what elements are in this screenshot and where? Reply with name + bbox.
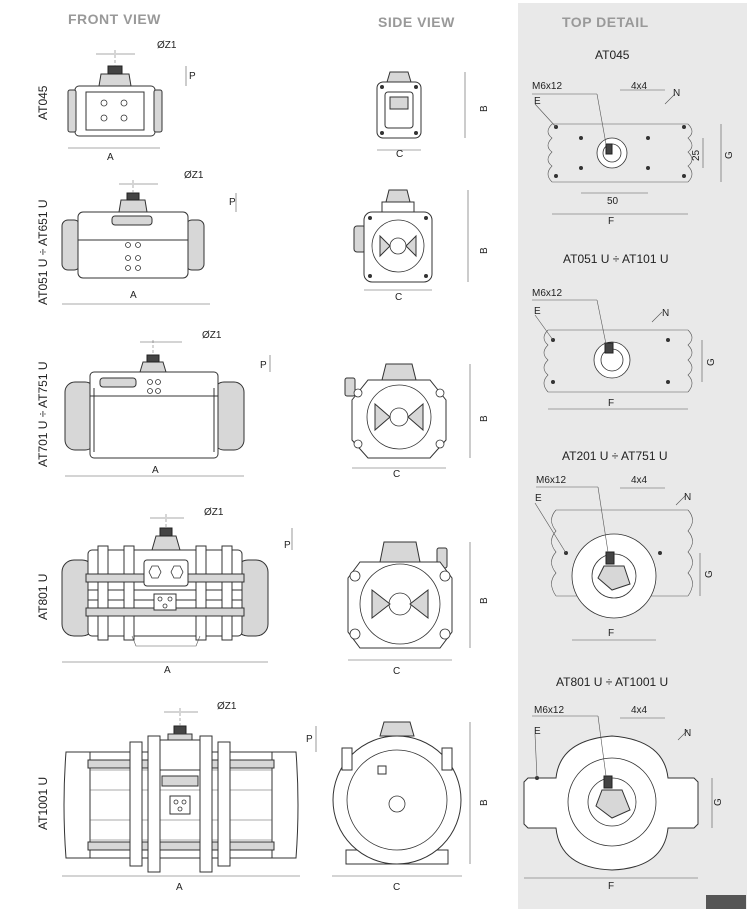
top-sq-row3: 4x4: [631, 475, 648, 486]
top-m-row2: M6x12: [532, 288, 562, 299]
dim-b-row3: B: [479, 415, 490, 422]
top-sq-row4: 4x4: [631, 705, 648, 716]
front-view-at051-at651: [61, 180, 237, 305]
dim-b-row4: B: [479, 597, 490, 604]
top-title-row3: AT201 U ÷ AT751 U: [562, 449, 668, 463]
side-view-at051-at651: [353, 189, 469, 291]
top-f-row1: F: [608, 216, 614, 227]
top-e-row2: E: [534, 306, 541, 317]
top-title-row2: AT051 U ÷ AT101 U: [563, 252, 669, 266]
top-title-row4: AT801 U ÷ AT1001 U: [556, 675, 668, 689]
dim-z1-row4: ØZ1: [204, 507, 224, 518]
top-g-row2: G: [706, 358, 717, 366]
top-m-row3: M6x12: [536, 475, 566, 486]
dim-c-row1: C: [396, 149, 403, 160]
top-sq-row1: 4x4: [631, 81, 648, 92]
dim-a-row5: A: [176, 882, 183, 893]
dim-p-row5: P: [306, 734, 313, 745]
top-f-row4: F: [608, 881, 614, 892]
dim-a-row2: A: [130, 290, 137, 301]
side-view-at701-at751: [344, 363, 471, 469]
dim-c-row2: C: [395, 292, 402, 303]
front-view-at045: [67, 50, 187, 149]
row-4-model-label: AT801 U: [36, 574, 50, 620]
top-e-row1: E: [534, 96, 541, 107]
top-detail-header: TOP DETAIL: [562, 14, 649, 30]
top-g-row1: G: [724, 151, 735, 159]
top-detail-at051-at101: [532, 299, 703, 410]
top-h-row1: 25: [691, 149, 702, 161]
front-view-at1001: [62, 708, 317, 877]
dim-z1-row3: ØZ1: [202, 330, 222, 341]
corner-tab: [706, 895, 746, 909]
dim-a-row3: A: [152, 465, 159, 476]
dim-p-row2: P: [229, 197, 236, 208]
top-e-row4: E: [534, 726, 541, 737]
row-5-model-label: AT1001 U: [36, 777, 50, 830]
dim-c-row4: C: [393, 666, 400, 677]
top-n-row4: N: [684, 728, 691, 739]
top-n-row1: N: [673, 88, 680, 99]
dim-z1-row2: ØZ1: [184, 170, 204, 181]
front-view-at801: [61, 514, 293, 663]
row-2-model-label: AT051 U ÷ AT651 U: [36, 199, 50, 305]
top-e-row3: E: [535, 493, 542, 504]
top-n-row2: N: [662, 308, 669, 319]
side-view-header: SIDE VIEW: [378, 14, 455, 30]
top-n-row3: N: [684, 492, 691, 503]
dim-p-row3: P: [260, 360, 267, 371]
dim-p-row1: P: [189, 71, 196, 82]
dim-b-row5: B: [479, 799, 490, 806]
top-f-row3: F: [608, 628, 614, 639]
dim-z1-row5: ØZ1: [217, 701, 237, 712]
top-g-row4: G: [713, 798, 724, 806]
top-g-row3: G: [704, 570, 715, 578]
dim-p-row4: P: [284, 540, 291, 551]
dim-z1-row1: ØZ1: [157, 40, 177, 51]
top-w-row1: 50: [607, 196, 619, 207]
top-m-row1: M6x12: [532, 81, 562, 92]
top-f-row2: F: [608, 398, 614, 409]
dim-a-row1: A: [107, 152, 114, 163]
dim-c-row3: C: [393, 469, 400, 480]
side-view-at801: [347, 541, 471, 661]
top-detail-at201-at751: [534, 486, 701, 641]
side-view-at1001: [332, 721, 471, 877]
front-view-header: FRONT VIEW: [68, 11, 161, 27]
top-title-row1: AT045: [595, 48, 630, 62]
row-3-model-label: AT701 U ÷ AT751 U: [36, 361, 50, 467]
front-view-at701-at751: [64, 340, 271, 477]
dim-b-row2: B: [479, 247, 490, 254]
dim-a-row4: A: [164, 665, 171, 676]
dim-b-row1: B: [479, 105, 490, 112]
side-view-at045: [376, 71, 466, 151]
top-detail-at801-at1001: [523, 715, 713, 879]
top-m-row4: M6x12: [534, 705, 564, 716]
dim-c-row5: C: [393, 882, 400, 893]
row-1-model-label: AT045: [36, 85, 50, 120]
top-detail-at045: [532, 89, 722, 215]
